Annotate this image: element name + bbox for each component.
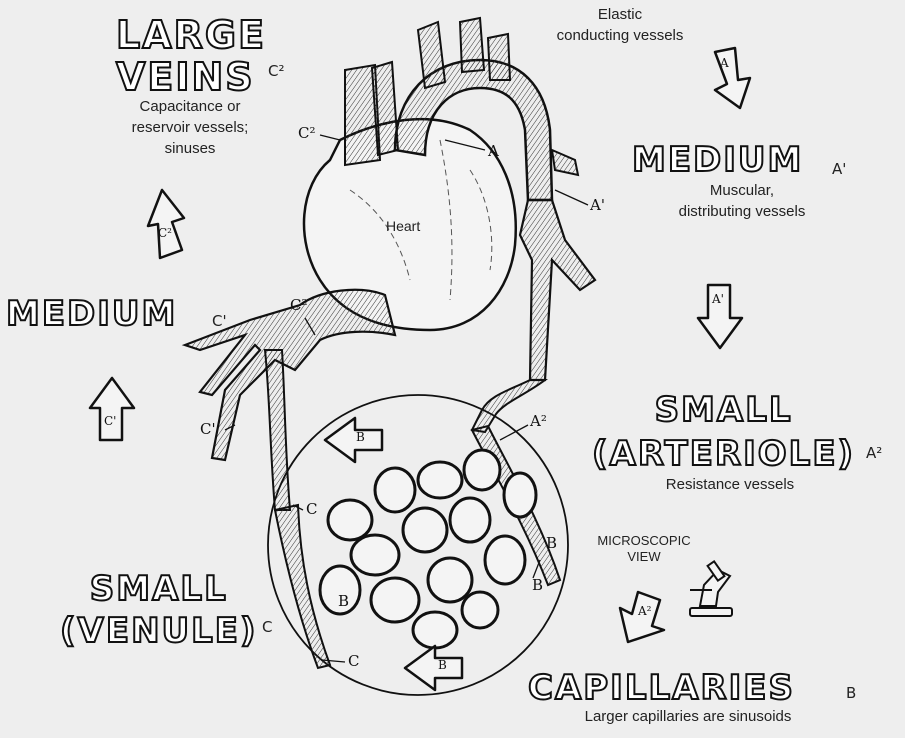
arrow-a2-label: A² bbox=[638, 604, 651, 618]
label-b1: B bbox=[546, 534, 557, 552]
small-arteriole-desc: Resistance vessels bbox=[640, 474, 820, 495]
label-a: A bbox=[488, 142, 499, 160]
small-arteriole-title: SMALL (ARTERIOLE) bbox=[592, 388, 855, 476]
medium-artery-title: MEDIUM bbox=[632, 140, 803, 180]
small-venule-sub: C bbox=[262, 618, 272, 636]
capillaries-sub: B bbox=[846, 684, 856, 702]
large-veins-sub: C² bbox=[268, 62, 285, 80]
arrow-c2-up bbox=[148, 190, 184, 258]
arrow-b-top-label: B bbox=[356, 430, 365, 444]
capillaries-desc: Larger capillaries are sinusoids bbox=[548, 706, 828, 727]
arrow-b-top bbox=[325, 418, 382, 462]
arrow-b-bottom-label: B bbox=[438, 658, 447, 672]
microscope-icon bbox=[690, 561, 732, 616]
label-b3: B bbox=[338, 592, 349, 610]
medium-artery bbox=[520, 200, 595, 380]
small-venule-title: SMALL (VENULE) bbox=[60, 568, 258, 652]
medium-vein-sub: C' bbox=[212, 312, 227, 330]
capillaries-title: CAPILLARIES bbox=[528, 668, 795, 708]
label-a-prime: A' bbox=[590, 196, 605, 214]
microscopic-view-label: MICROSCOPIC VIEW bbox=[574, 533, 714, 565]
label-c-lower: C bbox=[348, 652, 359, 670]
arrow-c2-label: C² bbox=[158, 226, 172, 240]
medium-artery-sub: A' bbox=[832, 160, 846, 178]
elastic-desc: Elastic conducting vessels bbox=[540, 4, 700, 46]
large-veins-title: LARGE VEINS bbox=[116, 14, 266, 98]
large-veins-desc: Capacitance or reservoir vessels; sinuse… bbox=[110, 96, 270, 159]
arrow-a-label: A bbox=[720, 56, 729, 70]
arrow-a-prime-label: A' bbox=[712, 292, 724, 306]
label-c2-top: C² bbox=[298, 124, 316, 142]
heart-label: Heart bbox=[386, 218, 420, 234]
small-arteriole-sub: A² bbox=[866, 444, 882, 462]
medium-artery-desc: Muscular, distributing vessels bbox=[652, 180, 832, 222]
label-c2-mid: C² bbox=[290, 296, 308, 314]
label-a2: A² bbox=[530, 412, 547, 430]
label-c-prime: C' bbox=[200, 420, 216, 438]
arrow-c-prime-up bbox=[90, 378, 134, 440]
label-b2: B bbox=[532, 576, 543, 594]
label-c-upper: C bbox=[306, 500, 317, 518]
arrow-b-bottom bbox=[405, 646, 462, 690]
medium-vein-title: MEDIUM bbox=[6, 294, 177, 334]
arrow-c-prime-label: C' bbox=[104, 414, 116, 428]
